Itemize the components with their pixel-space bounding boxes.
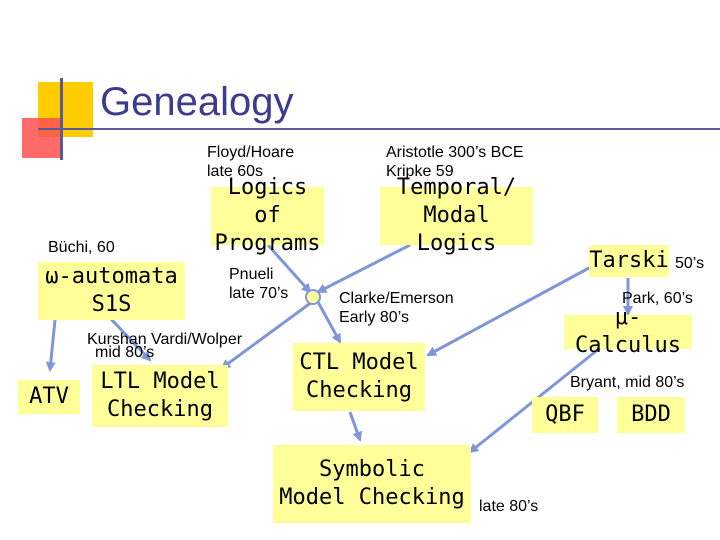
note-tarski-year: 50’s	[675, 255, 705, 272]
note-bryant: Bryant, mid 80’s	[570, 374, 685, 391]
node-mu-calculus: μ-Calculus	[564, 305, 692, 358]
arrow-pnueli-to-ltl	[220, 300, 313, 370]
note-floyd-hoare: Floyd/Hoare late 60s	[207, 144, 295, 180]
node-atv: ATV	[18, 380, 80, 414]
node-temporal-modal-logics: Temporal/Modal Logics	[380, 175, 533, 256]
note-aristotle-kripke: Aristotle 300’s BCE Kripke 59	[386, 144, 524, 180]
note-kurshan-vardi: Kurshan Vardi/Wolper	[87, 331, 243, 348]
arrow-omega-to-ltl	[108, 316, 152, 362]
arrow-logics-to-pnueli	[266, 244, 312, 294]
node-qbf: QBF	[532, 397, 598, 433]
decor-line-vertical	[60, 78, 63, 160]
decor-square-red	[22, 118, 62, 158]
note-mid-80s: mid 80’s	[95, 344, 155, 361]
arrow-omega-to-atv	[45, 319, 57, 372]
node-tarski: Tarski	[589, 245, 669, 277]
page-title: Genealogy	[100, 80, 294, 124]
pnueli-junction-dot	[305, 289, 321, 305]
arrow-tarski-to-ctl	[426, 260, 601, 357]
arrow-temporal-to-pnueli	[316, 243, 411, 294]
note-pnueli: Pnueli late 70’s	[229, 266, 289, 302]
node-bdd: BDD	[617, 397, 685, 433]
note-clarke-emerson: Clarke/Emerson Early 80’s	[339, 290, 454, 326]
arrow-pnueli-to-ctl	[316, 301, 342, 344]
title-underline	[38, 128, 720, 130]
note-late-80s: late 80’s	[479, 498, 539, 515]
note-buchi: Büchi, 60	[48, 239, 115, 256]
note-park: Park, 60’s	[622, 290, 693, 307]
arrow-ctl-to-symbolic	[348, 411, 363, 442]
